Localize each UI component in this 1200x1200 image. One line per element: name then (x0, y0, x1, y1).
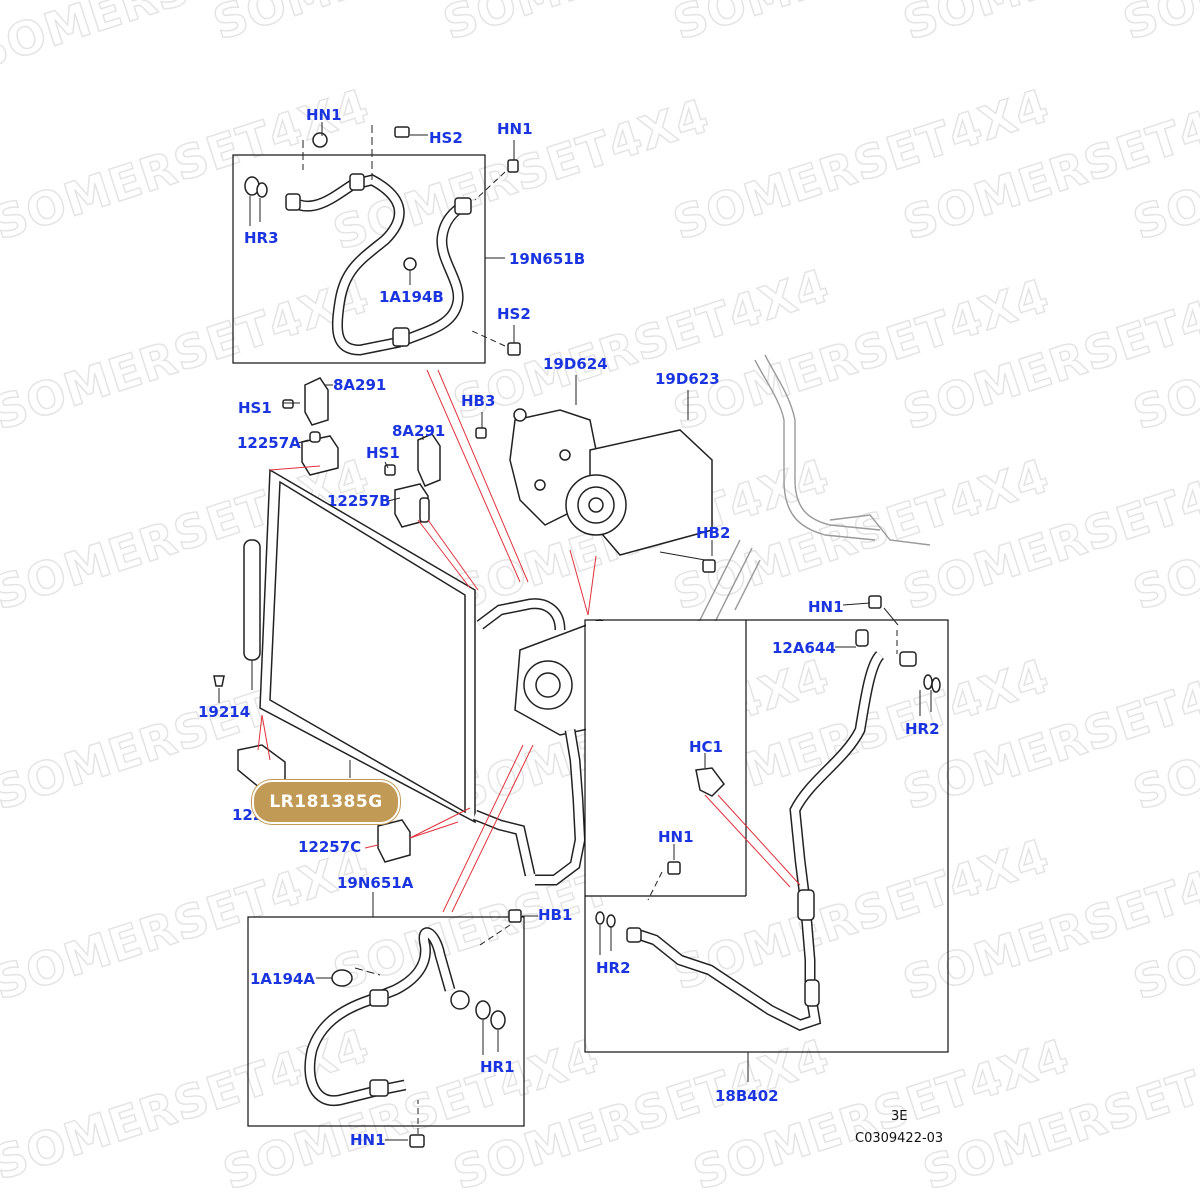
label-19214[interactable]: 19214 (198, 703, 250, 721)
label-hr2[interactable]: HR2 (905, 720, 940, 738)
label-hn1[interactable]: HN1 (497, 120, 533, 138)
label-1a194b[interactable]: 1A194B (379, 288, 444, 306)
label-19n651b[interactable]: 19N651B (509, 250, 585, 268)
detail-frame-19n651b (232, 154, 486, 364)
label-1a194a[interactable]: 1A194A (250, 970, 315, 988)
label-12257a[interactable]: 12257A (237, 434, 301, 452)
seals-hr2 (595, 674, 941, 928)
condenser (243, 468, 476, 824)
hose-18b402 (626, 629, 917, 1031)
watermark: SOMERSET4X4 (0, 78, 376, 250)
label-12257c[interactable]: 12257C (298, 838, 361, 856)
label-hs1[interactable]: HS1 (366, 444, 400, 462)
label-hs2[interactable]: HS2 (429, 129, 463, 147)
label-19d624[interactable]: 19D624 (543, 355, 608, 373)
label-hn1[interactable]: HN1 (658, 828, 694, 846)
hose-19n651b (285, 173, 472, 356)
label-hb2[interactable]: HB2 (696, 524, 730, 542)
illustration-code: C0309422-03 (855, 1131, 943, 1146)
label-8a291[interactable]: 8A291 (333, 376, 386, 394)
label-8a291[interactable]: 8A291 (392, 422, 445, 440)
bracket-8a291-a (282, 377, 329, 426)
o-ring-seals-hr3 (244, 126, 521, 356)
isolator-12257b (394, 483, 430, 528)
part-number-text: LR181385G (269, 792, 383, 812)
hose-19n651a (304, 927, 470, 1107)
part-number-badge[interactable]: LR181385G (252, 780, 400, 824)
label-hs1[interactable]: HS1 (238, 399, 272, 417)
label-hr2[interactable]: HR2 (596, 959, 631, 977)
label-12257b[interactable]: 12257B (327, 492, 391, 510)
fitting-block (392, 327, 410, 347)
frame-cutout (586, 621, 746, 896)
detail-frame-19n651a (247, 916, 525, 1127)
watermark: SOMERSET4X4 (1117, 0, 1200, 50)
label-hr1[interactable]: HR1 (480, 1058, 515, 1076)
fitting-block (285, 193, 301, 211)
label-hn1[interactable]: HN1 (808, 598, 844, 616)
isolator-12257a (301, 431, 339, 476)
label-19d623[interactable]: 19D623 (655, 370, 720, 388)
label-hb1[interactable]: HB1 (538, 906, 572, 924)
detail-frame-18b402 (584, 619, 949, 1053)
label-12a644[interactable]: 12A644 (772, 639, 836, 657)
compressor-19d623 (565, 429, 713, 556)
label-18b402[interactable]: 18B402 (715, 1087, 779, 1105)
condenser-mount-19214 (213, 675, 225, 687)
watermark: SOMERSET4X4 (0, 838, 376, 1010)
seals-1a194a-hr1 (331, 969, 506, 1030)
label-hs2[interactable]: HS2 (497, 305, 531, 323)
bracket-8a291-b (384, 433, 441, 487)
revision-code: 3E (891, 1109, 908, 1124)
label-hn1[interactable]: HN1 (350, 1131, 386, 1149)
label-hr3[interactable]: HR3 (244, 229, 279, 247)
fitting-block (349, 173, 365, 191)
clip-hc1 (695, 767, 725, 797)
isolator-12257c (377, 819, 411, 863)
label-hn1[interactable]: HN1 (306, 106, 342, 124)
label-hc1[interactable]: HC1 (689, 738, 723, 756)
label-19n651a[interactable]: 19N651A (337, 874, 414, 892)
watermark: SOMERSET4X4 (667, 78, 1056, 250)
label-hb3[interactable]: HB3 (461, 392, 495, 410)
fitting-block (454, 197, 472, 215)
